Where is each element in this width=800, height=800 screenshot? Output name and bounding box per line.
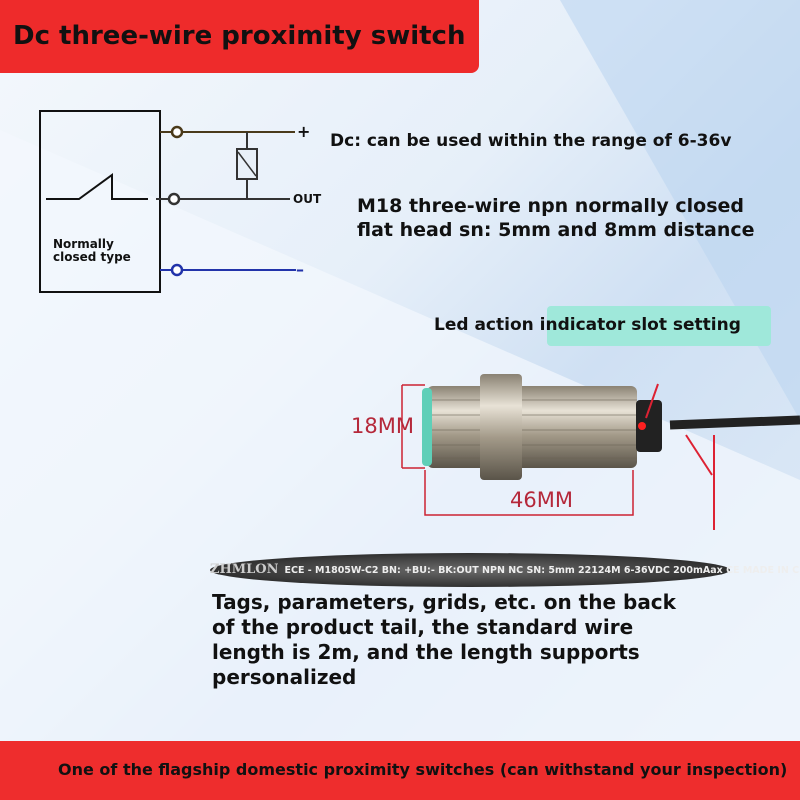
sensor-image [401, 374, 800, 530]
description-line: personalized [212, 665, 357, 689]
cable-print: ZHMLON ECE - M1805W-C2 BN: +BU:- BK:OUT N… [210, 553, 800, 587]
page-title: Dc three-wire proximity switch [0, 0, 479, 73]
minus-label: – [296, 260, 304, 279]
description-line: length is 2m, and the length supports [212, 640, 640, 664]
voltage-spec: Dc: can be used within the range of 6-36… [330, 131, 732, 151]
type-label-1: Normally [53, 237, 114, 251]
out-label: OUT [293, 192, 322, 206]
length-label: 46MM [510, 488, 573, 512]
model-spec-1: M18 three-wire npn normally closed [357, 195, 745, 217]
led-label-highlight [547, 306, 771, 346]
plus-label: + [297, 122, 311, 141]
led-label: Led action indicator slot setting [434, 315, 741, 335]
wiring-diagram [39, 110, 296, 293]
footer-text: One of the flagship domestic proximity s… [58, 760, 788, 779]
cable-print-text: ECE - M1805W-C2 BN: +BU:- BK:OUT NPN NC … [284, 565, 800, 576]
type-label-2: closed type [53, 250, 131, 264]
description-line: Tags, parameters, grids, etc. on the bac… [212, 590, 676, 614]
brand-logo: ZHMLON [210, 562, 279, 577]
description-line: of the product tail, the standard wire [212, 615, 634, 639]
footer-banner: One of the flagship domestic proximity s… [0, 741, 800, 800]
diameter-label: 18MM [351, 414, 414, 438]
description: Tags, parameters, grids, etc. on the bac… [212, 590, 676, 690]
model-spec-2: flat head sn: 5mm and 8mm distance [357, 219, 755, 241]
